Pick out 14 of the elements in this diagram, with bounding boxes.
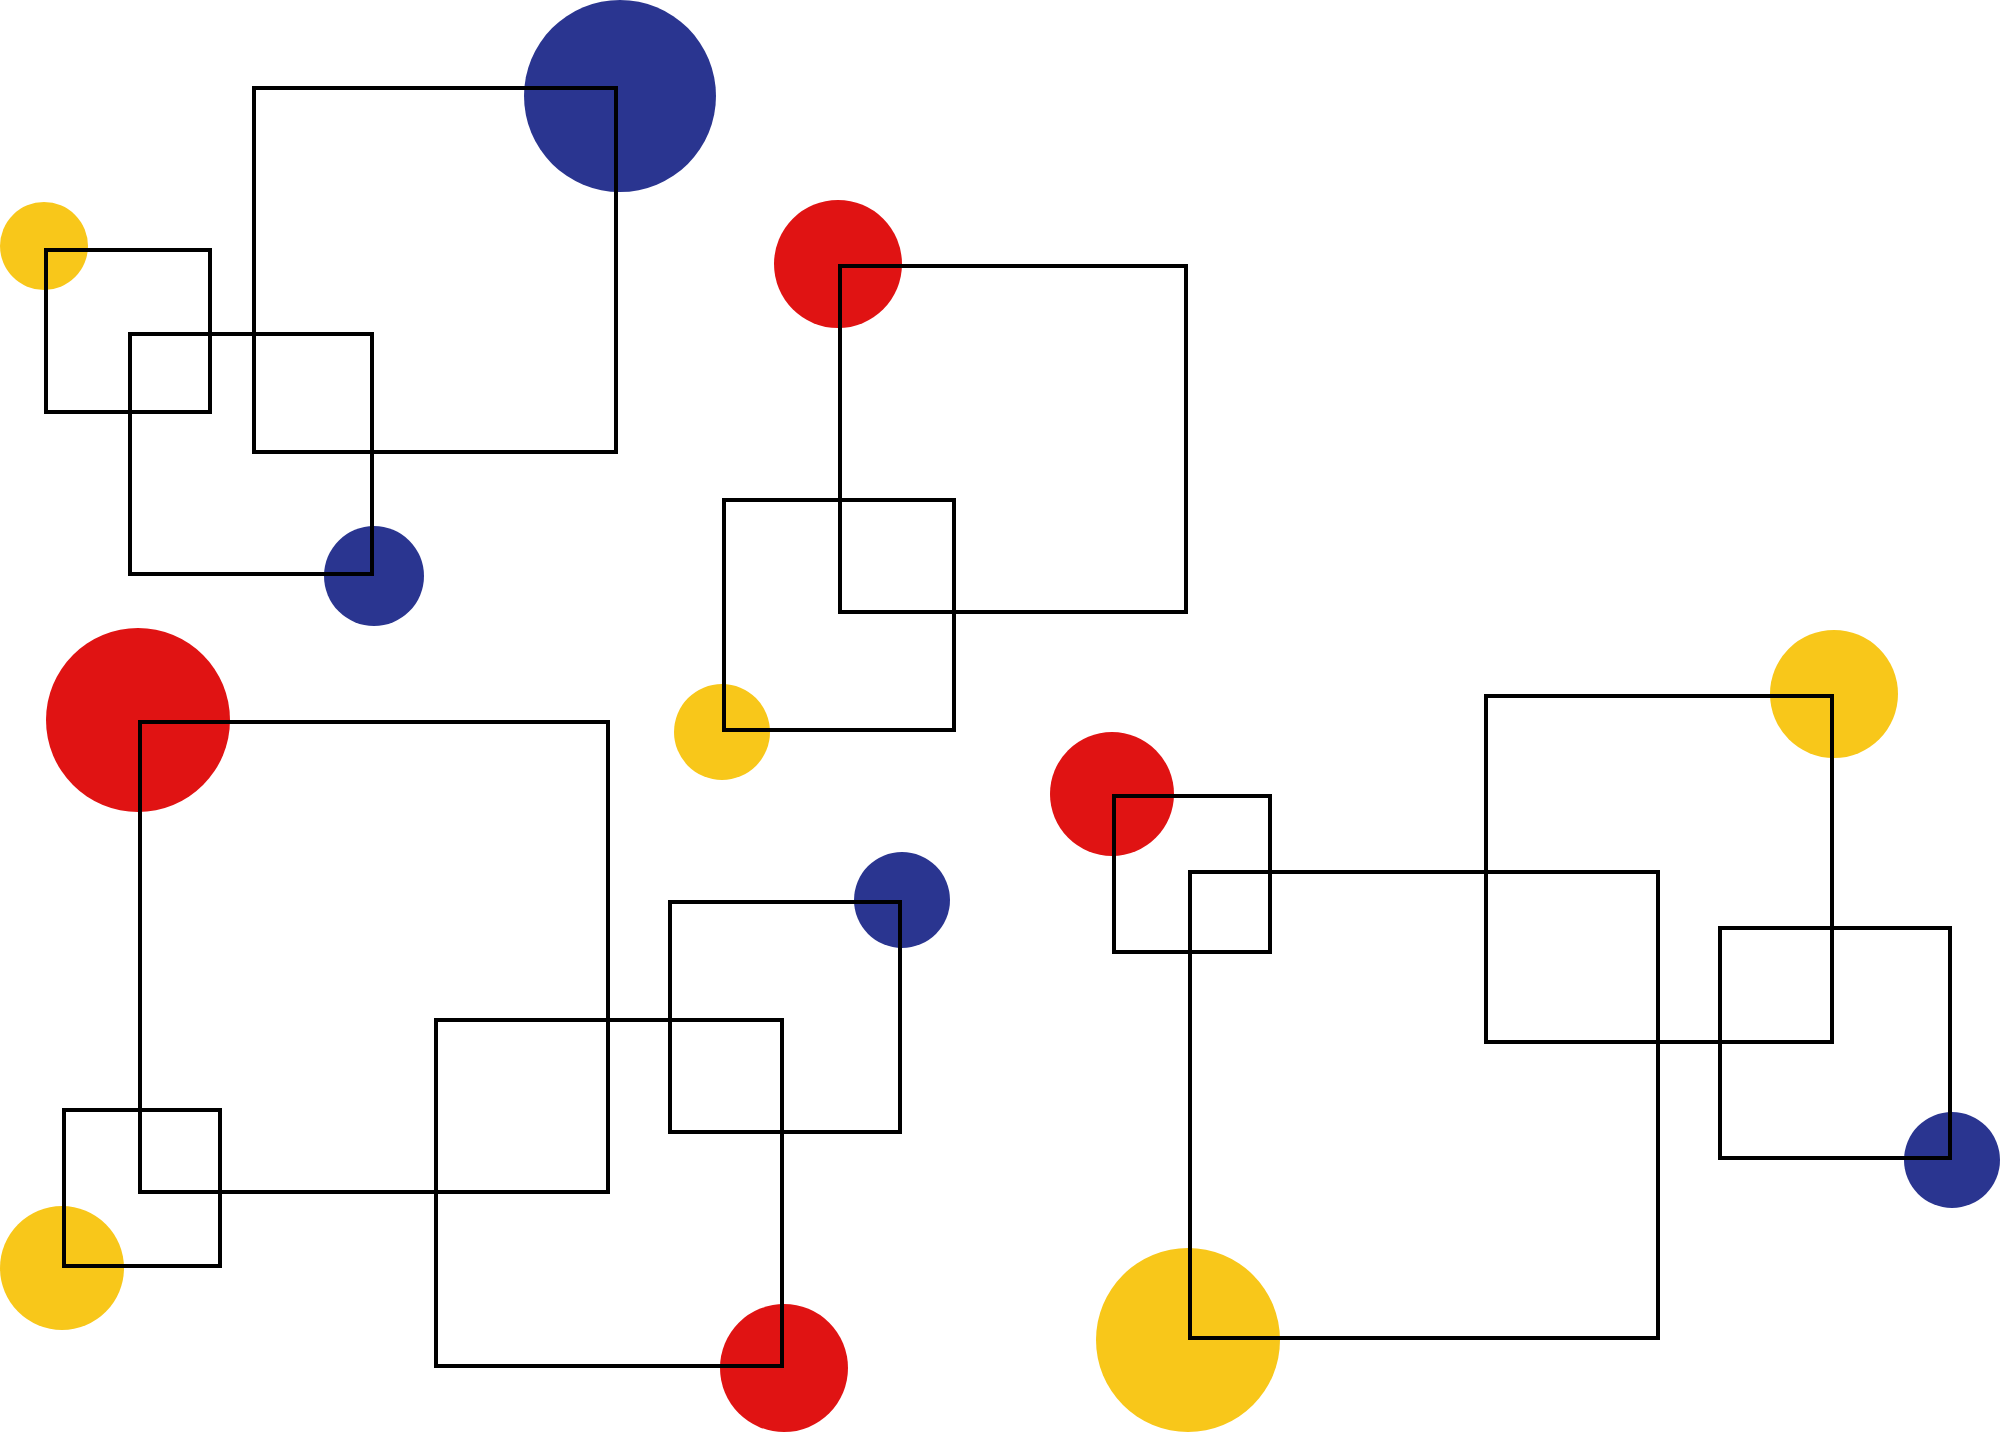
square-outline: [1188, 870, 1660, 1340]
filled-circle: [0, 202, 88, 290]
square-outline: [128, 332, 374, 576]
square-outline: [1112, 794, 1272, 954]
square-outline: [62, 1108, 222, 1268]
square-outline: [434, 1018, 784, 1368]
square-outline: [1718, 926, 1952, 1160]
square-outline: [668, 900, 902, 1134]
square-outline: [722, 498, 956, 732]
square-outline: [138, 720, 610, 1194]
square-outline: [838, 264, 1188, 614]
square-outline: [44, 248, 212, 414]
square-outline: [1484, 694, 1834, 1044]
square-outline: [252, 86, 618, 454]
